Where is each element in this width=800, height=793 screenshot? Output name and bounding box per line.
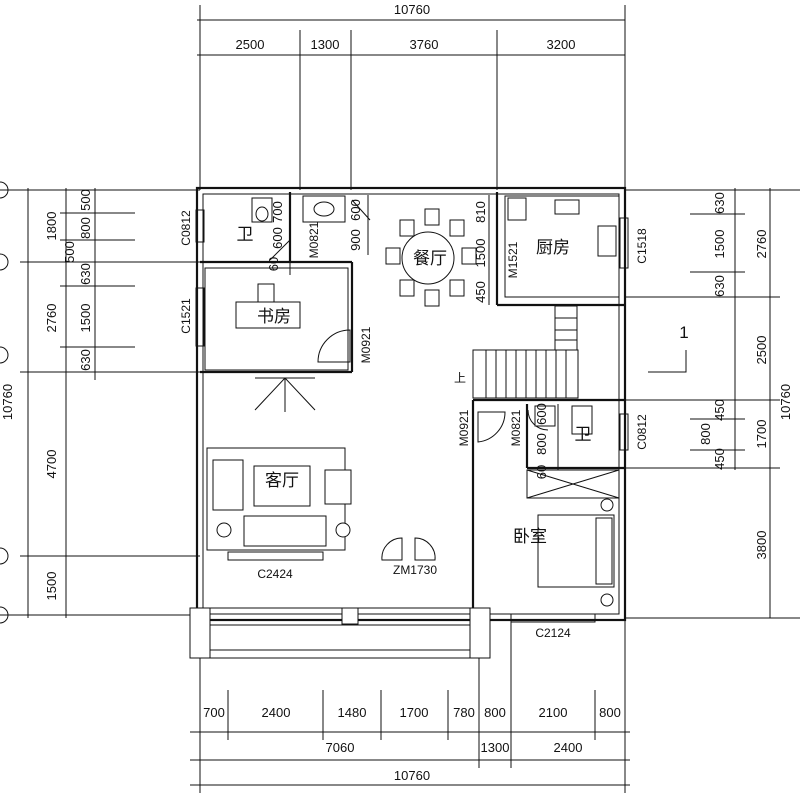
label-c1518: C1518 [635,228,649,264]
dim-right-in-5: 800 [698,423,713,445]
dim-top-2: 1300 [311,37,340,52]
dimension-text: 10760 2500 1300 3760 3200 700 2400 1480 … [0,2,793,783]
dim-left-in-4: 630 [78,263,93,285]
walls [189,186,627,659]
dim-bot-2: 2400 [262,705,291,720]
staircase [472,305,579,399]
dim-left-in-1: 500 [78,189,93,211]
label-m1521: M1521 [506,241,520,278]
dim-right-in-3: 630 [712,275,727,297]
label-c2424: C2424 [257,567,293,581]
label-m0821-top: M0821 [307,221,321,258]
label-c0812-right: C0812 [635,414,649,450]
dim-int-8: 800 [534,433,549,455]
dim-right-3: 1700 [754,420,769,449]
dim-int-1: 700 [270,201,285,223]
dim-int-2: 600 [270,227,285,249]
dim-right-in-4: 450 [712,399,727,421]
doors [269,199,549,561]
dim-int-9: 600 [534,403,549,425]
label-m0821-bath: M0821 [509,409,523,446]
dim-bot-8: 800 [599,705,621,720]
dim-bot-6: 800 [484,705,506,720]
room-dining: 餐厅 [413,249,447,268]
dim-right-in-1: 630 [712,192,727,214]
label-m0921-study: M0921 [359,326,373,363]
dim-top-1: 2500 [236,37,265,52]
dim-right-2: 2500 [754,336,769,365]
dim-int-6: 1500 [473,239,488,268]
opening-labels: C0812 M0821 M1521 C1518 C1521 M0921 M092… [179,210,649,640]
dim-bot2-3: 2400 [554,740,583,755]
dim-bot-1: 700 [203,705,225,720]
room-bedroom: 卧室 [513,527,547,546]
room-bathroom-1: 卫 [237,225,254,244]
label-c0812-left: C0812 [179,210,193,246]
dim-right-4: 3800 [754,531,769,560]
dim-int-3: 600 [348,199,363,221]
dim-bot-7: 2100 [539,705,568,720]
windows [195,209,629,623]
dim-right-total: 10760 [778,384,793,420]
dim-left-1: 1800 [44,212,59,241]
section-mark [648,350,687,373]
dim-right-1: 2760 [754,230,769,259]
label-m0921-bed: M0921 [457,409,471,446]
dim-int-11: 60 [534,465,549,479]
dim-right-in-6: 450 [712,448,727,470]
dim-left-in-5: 1500 [78,304,93,333]
dim-left-total: 10760 [0,384,15,420]
section-number: 1 [679,323,688,342]
room-labels: 卫 书房 餐厅 厨房 客厅 卫 卧室 上 1 [237,225,689,546]
dim-bot2-2: 1300 [481,740,510,755]
stair-up-label: 上 [454,371,466,385]
label-zm1730: ZM1730 [393,563,437,577]
label-c1521: C1521 [179,298,193,334]
dimension-lines [0,5,800,793]
dim-left-4: 1500 [44,572,59,601]
dim-bot-total: 10760 [394,768,430,783]
label-c2124: C2124 [535,626,571,640]
dim-int-4: 900 [348,229,363,251]
dim-bot-4: 1700 [400,705,429,720]
dim-left-2: 2760 [44,304,59,333]
dim-top-4: 3200 [547,37,576,52]
axis-bubbles [0,181,9,624]
dim-right-in-2: 1500 [712,230,727,259]
dim-int-10: 60 [266,257,281,271]
room-study: 书房 [257,307,291,326]
dim-int-5: 810 [473,201,488,223]
room-kitchen: 厨房 [536,238,570,257]
room-bathroom-2: 卫 [575,425,592,444]
furniture [206,195,620,607]
dim-left-in-3: 500 [62,241,77,263]
dim-left-in-6: 630 [78,349,93,371]
dim-bot2-1: 7060 [326,740,355,755]
room-living: 客厅 [265,471,299,490]
dim-bot-5: 780 [453,705,475,720]
dim-top-total: 10760 [394,2,430,17]
dim-int-7: 450 [473,281,488,303]
dim-left-in-2: 800 [78,217,93,239]
dim-top-3: 3760 [410,37,439,52]
dim-left-3: 4700 [44,450,59,479]
dim-bot-3: 1480 [338,705,367,720]
